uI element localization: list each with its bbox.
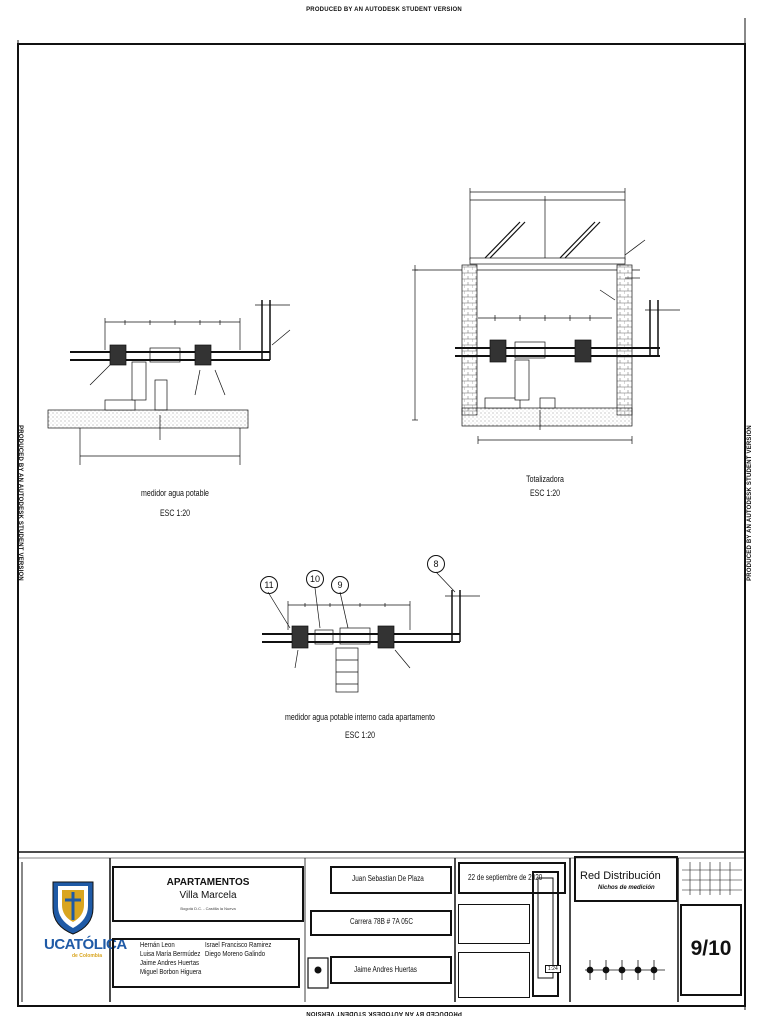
internal-caption: medidor agua potable interno cada aparta… <box>285 712 435 722</box>
university-sub: de Colombia <box>72 953 103 959</box>
scale-box: 1:24 <box>545 965 561 973</box>
totalizer-scale: ESC 1:20 <box>529 488 561 498</box>
shield-icon <box>52 881 94 935</box>
approver-box <box>330 956 452 984</box>
totalizer-drawing <box>412 188 680 444</box>
sheet-number-box <box>680 904 742 996</box>
sheet-title: Red Distribución <box>580 870 661 882</box>
date-text: 22 de septiembre de 2020 <box>468 873 543 882</box>
internal-meter-drawing <box>262 571 480 693</box>
designers-left: Hernán Leon Luisa María Bermúdez Jaime A… <box>140 940 201 976</box>
project-box <box>112 866 304 922</box>
callout-11: 11 <box>260 576 278 594</box>
designer-3: Jaime Andres Huertas <box>140 958 200 967</box>
address-text: Carrera 78B # 7A 05C <box>350 917 413 926</box>
project-subtitle: Villa Marcela <box>179 890 237 901</box>
project-location: Bogotá D.C. - Castilla la Nueva <box>180 906 236 911</box>
top-stamp: PRODUCED BY AN AUTODESK STUDENT VERSION <box>306 7 462 13</box>
callout-9: 9 <box>331 576 349 594</box>
callout-10: 10 <box>306 570 324 588</box>
address-box <box>310 910 452 936</box>
designers-box <box>112 938 300 988</box>
internal-scale: ESC 1:20 <box>344 730 376 740</box>
designer-6: Diego Moreno Galindo <box>205 949 266 958</box>
sheet-title-box <box>574 856 678 902</box>
approver-name: Jaime Andres Huertas <box>354 965 417 974</box>
meter-drawing <box>47 300 291 465</box>
sheet-subtitle: Nichos de medición <box>598 885 655 891</box>
callout-8: 8 <box>427 555 445 573</box>
totalizer-caption: Totalizadora <box>526 474 564 484</box>
date-box <box>458 862 566 894</box>
meter-scale: ESC 1:20 <box>159 508 191 518</box>
project-title: APARTAMENTOS <box>166 877 250 888</box>
designer-5: Israel Francisco Ramirez <box>205 940 272 949</box>
reviewer-name: Juan Sebastian De Plaza <box>352 874 424 883</box>
designer-4: Miguel Borbon Higuera <box>140 967 202 976</box>
university-name: UCATÓLICA <box>44 936 127 953</box>
reviewer-box <box>330 866 452 894</box>
title-block-lines <box>17 851 746 1007</box>
notes-box <box>458 904 530 944</box>
sheet-number: 9/10 <box>690 937 732 960</box>
designer-1: Hernán Leon <box>140 940 175 949</box>
contract-box <box>458 952 530 998</box>
designer-2: Luisa María Bermúdez <box>140 949 201 958</box>
meter-caption: medidor agua potable <box>141 488 209 498</box>
designers-right: Israel Francisco Ramirez Diego Moreno Ga… <box>205 940 271 958</box>
university-logo <box>48 878 98 936</box>
